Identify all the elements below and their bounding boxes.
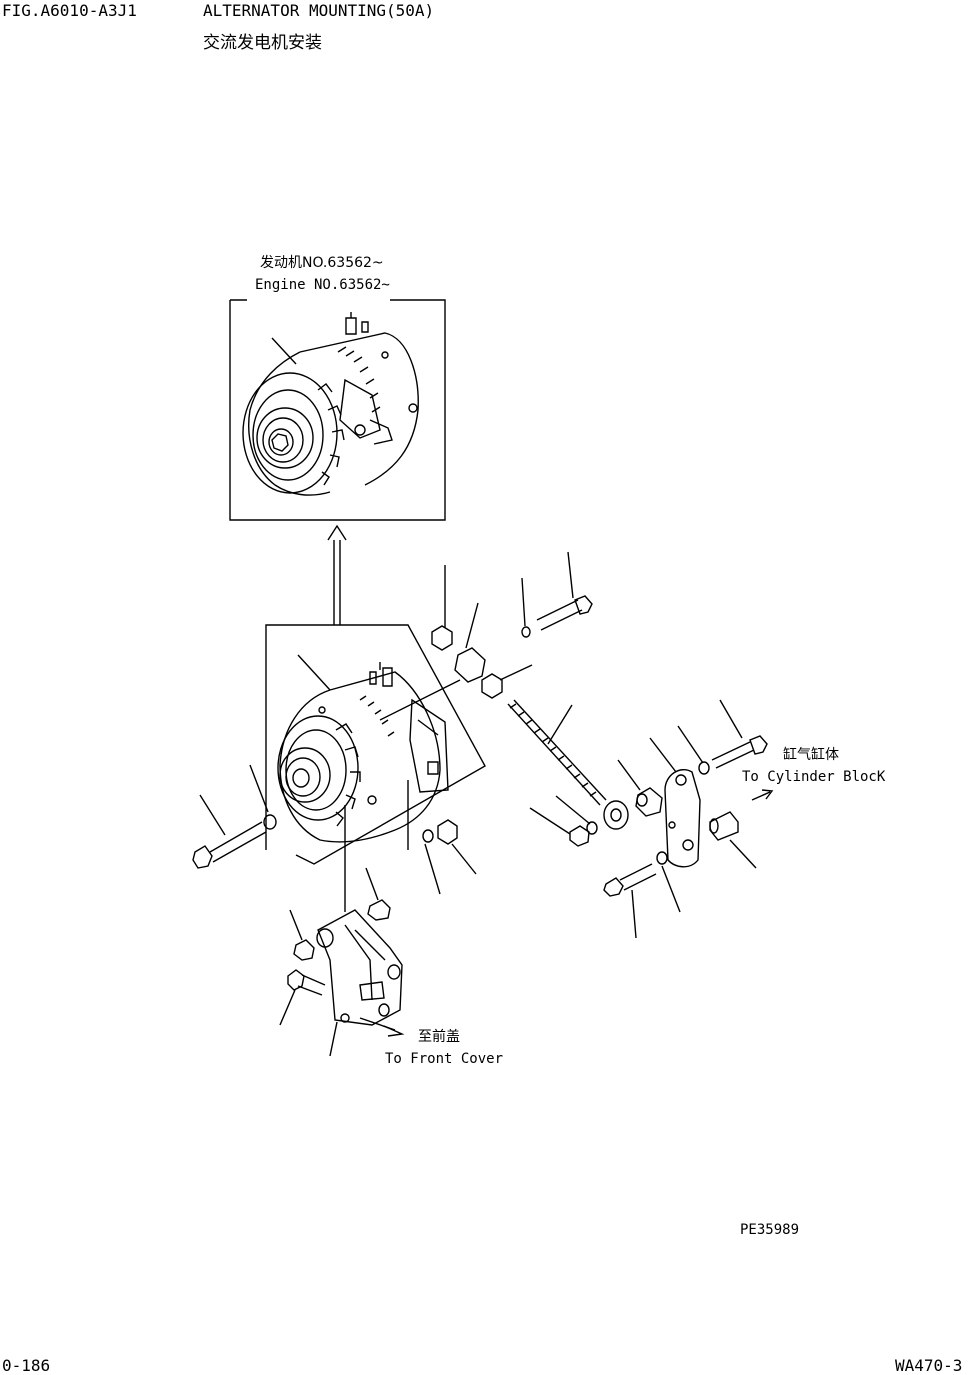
inset-alternator bbox=[243, 312, 418, 495]
front-cover-label-english: To Front Cover bbox=[385, 1051, 504, 1067]
left-bolt bbox=[193, 765, 276, 868]
page-title-chinese: 交流发电机安装 bbox=[203, 33, 322, 53]
drawing-code: PE35989 bbox=[740, 1222, 800, 1238]
inset-label-chinese: 发动机NO.63562~ bbox=[260, 255, 384, 271]
main-assembly-outline bbox=[266, 625, 485, 864]
inset-label-english: Engine NO.63562~ bbox=[255, 277, 390, 293]
page-number: 0-186 bbox=[2, 1356, 51, 1375]
reference-arrow bbox=[328, 526, 346, 625]
main-alternator bbox=[278, 655, 460, 912]
cylinder-block-label-english: To Cylinder BlocK bbox=[742, 769, 886, 785]
upper-hardware bbox=[432, 552, 592, 698]
lower-nuts bbox=[423, 820, 476, 894]
model-number: WA470-3 bbox=[895, 1356, 963, 1375]
adjusting-bar bbox=[508, 700, 628, 846]
page-title: ALTERNATOR MOUNTING(50A) bbox=[203, 1, 435, 20]
inset-box bbox=[230, 300, 445, 520]
lower-bracket bbox=[280, 868, 402, 1056]
cylinder-block-label-chinese: 缸气缸体 bbox=[783, 747, 839, 763]
front-cover-label-chinese: 至前盖 bbox=[418, 1029, 460, 1045]
right-bracket bbox=[604, 700, 772, 938]
figure-number: FIG.A6010-A3J1 bbox=[2, 1, 137, 20]
